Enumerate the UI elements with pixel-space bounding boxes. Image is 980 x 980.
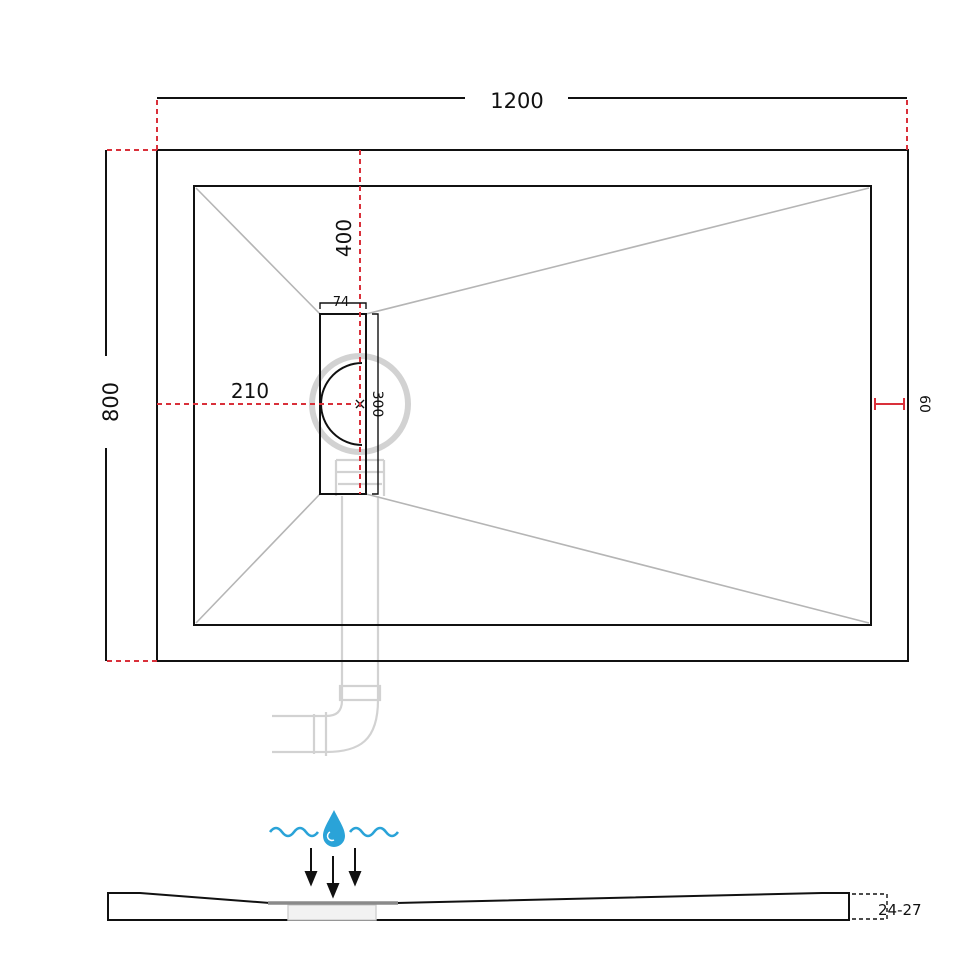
waste-pipe (272, 458, 386, 756)
height-label: 800 (99, 382, 123, 422)
wave-icon (268, 826, 320, 838)
drain-offset-top-label: 400 (332, 219, 356, 257)
water-drainage-icon (268, 810, 400, 899)
width-label: 1200 (490, 89, 543, 113)
water-drop-icon (323, 810, 345, 847)
tray-outer-outline (156, 149, 909, 662)
rim-marker (874, 398, 905, 410)
profile-thickness-bracket (852, 893, 888, 920)
drain-offset-left-label: 210 (231, 379, 269, 403)
rim-label: 60 (916, 395, 932, 413)
profile-drain-body (287, 904, 377, 921)
profile-outline (107, 892, 850, 921)
tray-inner-outline (193, 185, 872, 626)
red-dimension-guides (107, 100, 908, 662)
tray-side-profile (107, 892, 888, 921)
black-dimension-lines (105, 97, 907, 661)
slope-lines (195, 187, 870, 624)
drain-length-label: 300 (369, 391, 385, 418)
wave-icon (348, 826, 400, 838)
thickness-label: 24-27 (878, 901, 922, 919)
drain-length-bracket (372, 313, 379, 495)
drain-width-label: 74 (333, 295, 350, 310)
drain-width-bracket (319, 302, 367, 309)
